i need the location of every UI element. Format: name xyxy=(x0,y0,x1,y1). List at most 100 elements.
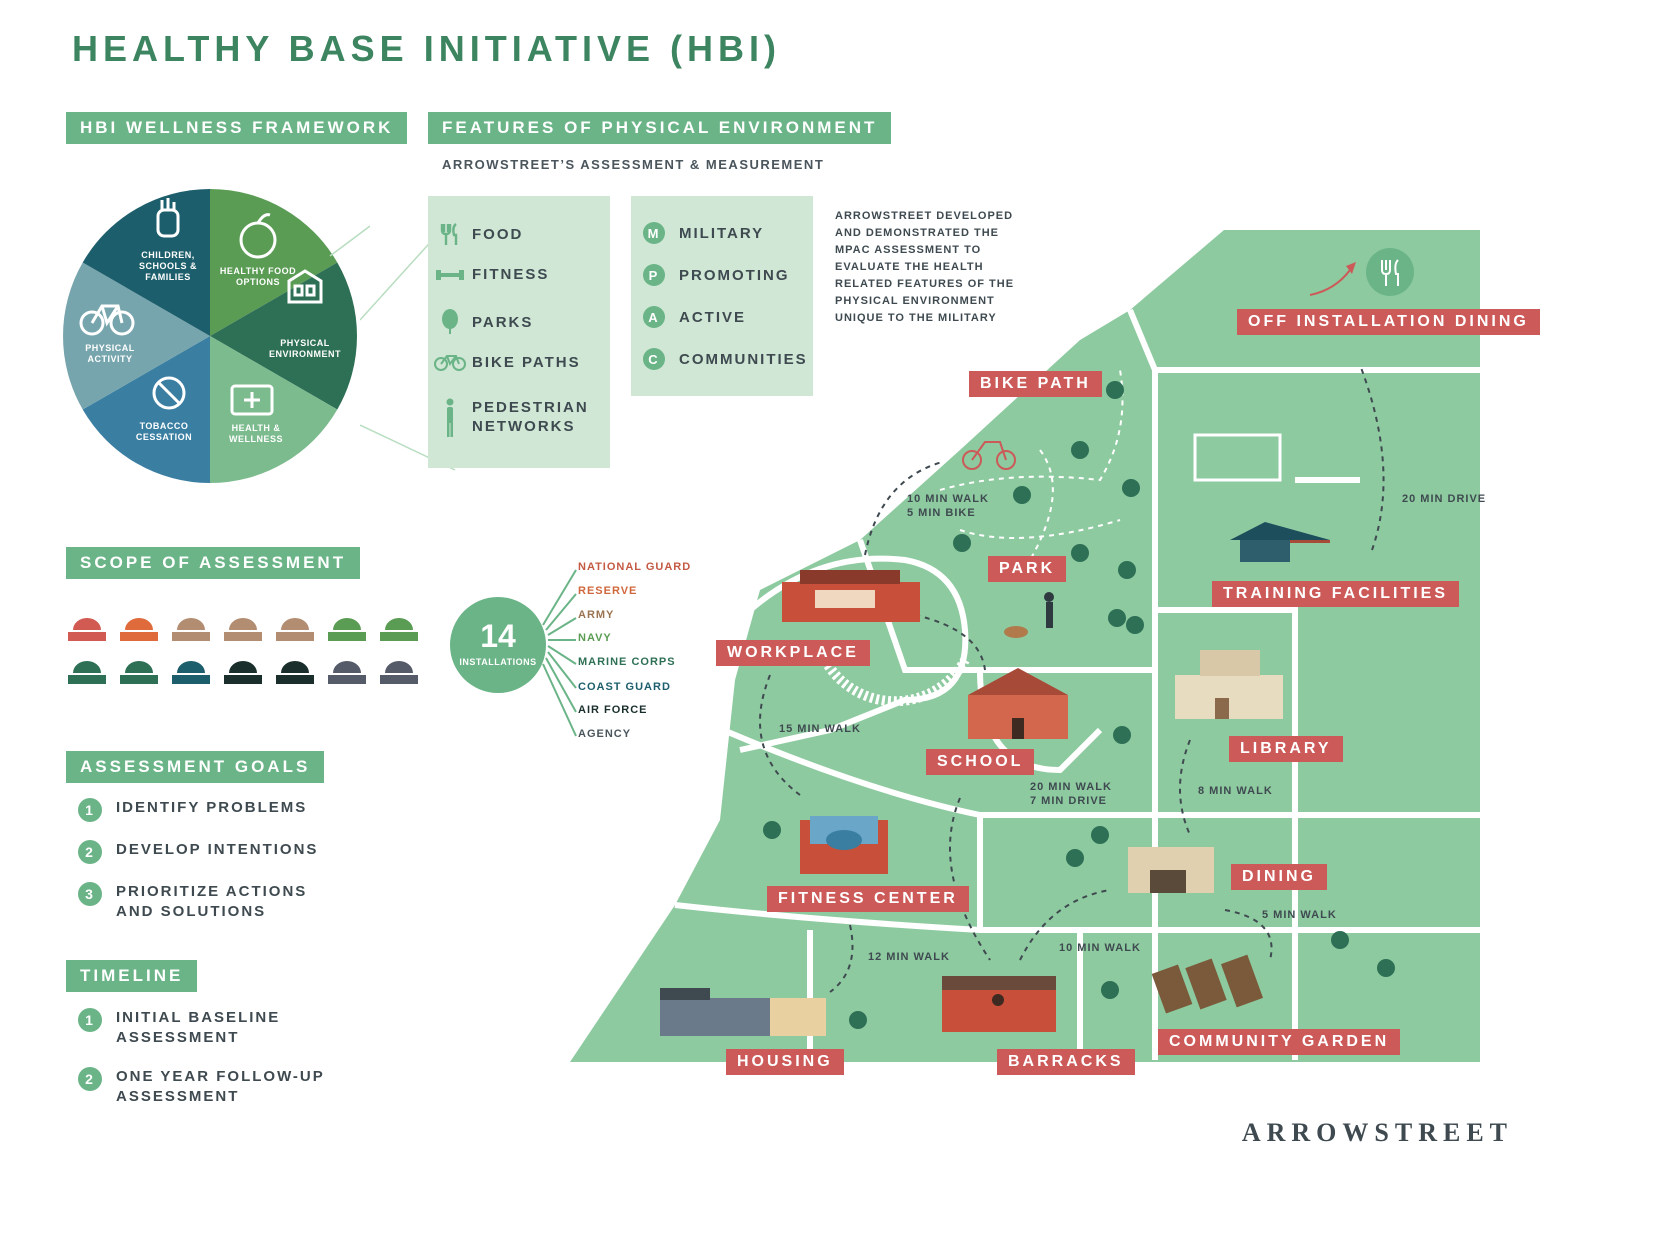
mpac-panel: M MILITARY P PROMOTING A ACTIVE C COMMUNITIE… xyxy=(631,196,813,396)
goal-2-number: 2 xyxy=(78,840,102,864)
mpac-letter-a: A xyxy=(643,306,665,328)
timeline-1: 1 INITIAL BASELINE ASSESSMENT xyxy=(78,1008,280,1048)
label-housing: HOUSING xyxy=(726,1049,844,1075)
no-smoking-icon xyxy=(152,376,186,410)
timeline-2-number: 2 xyxy=(78,1067,102,1091)
military-hat-icon xyxy=(120,618,158,641)
goal-3-number: 3 xyxy=(78,882,102,906)
timeline-2-line2: ASSESSMENT xyxy=(116,1088,240,1105)
goal-3-line1: PRIORITIZE ACTIONS xyxy=(116,883,308,900)
label-activity-1: PHYSICAL xyxy=(85,343,135,353)
features-list-panel: FOOD FITNESS PARKS BIKE PATHS PEDESTRIAN… xyxy=(428,196,610,468)
distance-10-min-walk: 10 MIN WALK xyxy=(1059,942,1141,954)
mpac-letter-m: M xyxy=(643,222,665,244)
feature-parks: PARKS xyxy=(428,309,533,335)
branch-reserve: RESERVE xyxy=(578,585,638,597)
distance-20-min-walk: 20 MIN WALK xyxy=(1030,781,1112,793)
map-land xyxy=(570,230,1480,1062)
label-activity-2: ACTIVITY xyxy=(87,354,132,364)
label-school: SCHOOL xyxy=(926,749,1035,775)
military-hat-icon xyxy=(172,618,210,641)
workplace-building-icon xyxy=(782,570,920,622)
installation-hats xyxy=(68,618,418,684)
housing-building-icon xyxy=(660,988,826,1036)
dog-walker-icon xyxy=(1004,592,1054,638)
mpac-letter-p: P xyxy=(643,264,665,286)
timeline-header: TIMELINE xyxy=(66,960,198,992)
label-off-installation-dining: OFF INSTALLATION DINING xyxy=(1237,309,1540,335)
segment-health-wellness xyxy=(210,336,338,483)
distance-5-min-walk: 5 MIN WALK xyxy=(1262,909,1337,921)
label-health-1: HEALTH & xyxy=(232,423,281,433)
military-hat-icon xyxy=(224,661,262,684)
training-building-icon xyxy=(1230,522,1330,562)
travel-arrows xyxy=(759,248,1414,993)
dining-building-icon xyxy=(1128,847,1214,893)
military-hat-icon xyxy=(120,661,158,684)
distance-7-min-drive: 7 MIN DRIVE xyxy=(1030,795,1108,807)
bike-icon xyxy=(428,353,472,371)
label-children-2: SCHOOLS & xyxy=(139,261,197,271)
segment-healthy-food xyxy=(210,189,338,336)
map-buildings xyxy=(660,381,1395,1036)
distance-bike-bike: 5 MIN BIKE xyxy=(907,507,976,519)
page-title: HEALTHY BASE INITIATIVE (HBI) xyxy=(72,28,782,69)
label-food-1: HEALTHY FOOD xyxy=(220,266,296,276)
military-hat-icon xyxy=(68,618,106,641)
feature-fitness-label: FITNESS xyxy=(472,266,550,283)
branch-marine-corps: MARINE CORPS xyxy=(578,656,676,668)
mpac-communities-label: COMMUNITIES xyxy=(679,350,808,368)
military-hat-icon xyxy=(68,661,106,684)
branch-air-force: AIR FORCE xyxy=(578,704,648,716)
map-park-trails xyxy=(939,369,1124,561)
installations-label: INSTALLATIONS xyxy=(459,657,537,667)
timeline-1-line2: ASSESSMENT xyxy=(116,1029,240,1046)
feature-bike-paths: BIKE PATHS xyxy=(428,353,581,371)
mpac-communities: C COMMUNITIES xyxy=(643,348,808,370)
mpac-military-label: MILITARY xyxy=(679,224,765,242)
label-food-2: OPTIONS xyxy=(236,277,280,287)
mpac-promoting-label: PROMOTING xyxy=(679,266,790,284)
mpac-active: A ACTIVE xyxy=(643,306,746,328)
military-hat-icon xyxy=(172,661,210,684)
military-hat-icon xyxy=(224,618,262,641)
goal-1-number: 1 xyxy=(78,798,102,822)
military-hat-icon xyxy=(380,618,418,641)
label-bike-path: BIKE PATH xyxy=(969,371,1102,397)
branch-national-guard: NATIONAL GUARD xyxy=(578,561,692,573)
scope-header: SCOPE OF ASSESSMENT xyxy=(66,547,361,579)
distance-school-dining: 20 MIN WALK 7 MIN DRIVE xyxy=(1030,780,1112,808)
features-header: FEATURES OF PHYSICAL ENVIRONMENT xyxy=(428,112,892,144)
label-workplace: WORKPLACE xyxy=(716,640,870,666)
distance-8-min-walk: 8 MIN WALK xyxy=(1198,785,1273,797)
building-icon xyxy=(287,269,323,304)
label-children-3: FAMILIES xyxy=(145,272,191,282)
mpac-active-label: ACTIVE xyxy=(679,308,747,326)
segment-physical-activity xyxy=(63,262,210,410)
wellness-framework-wheel: CHILDREN, SCHOOLS & FAMILIES HEALTHY FOO… xyxy=(63,189,370,483)
training-field xyxy=(1193,433,1282,482)
label-env-2: ENVIRONMENT xyxy=(269,349,341,359)
label-park: PARK xyxy=(988,556,1067,582)
first-aid-icon xyxy=(230,384,274,416)
label-children-1: CHILDREN, xyxy=(141,250,195,260)
timeline-1-line1: INITIAL BASELINE xyxy=(116,1009,281,1026)
installations-hub xyxy=(450,569,577,737)
feature-fitness: FITNESS xyxy=(428,266,549,283)
pedestrian-icon xyxy=(428,398,472,438)
distance-15-min-walk: 15 MIN WALK xyxy=(779,723,861,735)
school-building-icon xyxy=(968,668,1068,739)
features-subheader: ARROWSTREET’S ASSESSMENT & MEASUREMENT xyxy=(442,157,825,172)
feature-bike-paths-label: BIKE PATHS xyxy=(472,353,581,371)
feature-parks-label: PARKS xyxy=(472,313,534,331)
apple-icon xyxy=(239,213,277,259)
timeline-1-number: 1 xyxy=(78,1008,102,1032)
mpac-letter-c: C xyxy=(643,348,665,370)
branch-army: ARMY xyxy=(578,609,615,621)
label-health-2: WELLNESS xyxy=(229,434,283,444)
label-community-garden: COMMUNITY GARDEN xyxy=(1158,1029,1401,1055)
branch-agency: AGENCY xyxy=(578,728,632,740)
mpac-note: ARROWSTREET DEVELOPED AND DEMONSTRATED T… xyxy=(835,210,1015,324)
